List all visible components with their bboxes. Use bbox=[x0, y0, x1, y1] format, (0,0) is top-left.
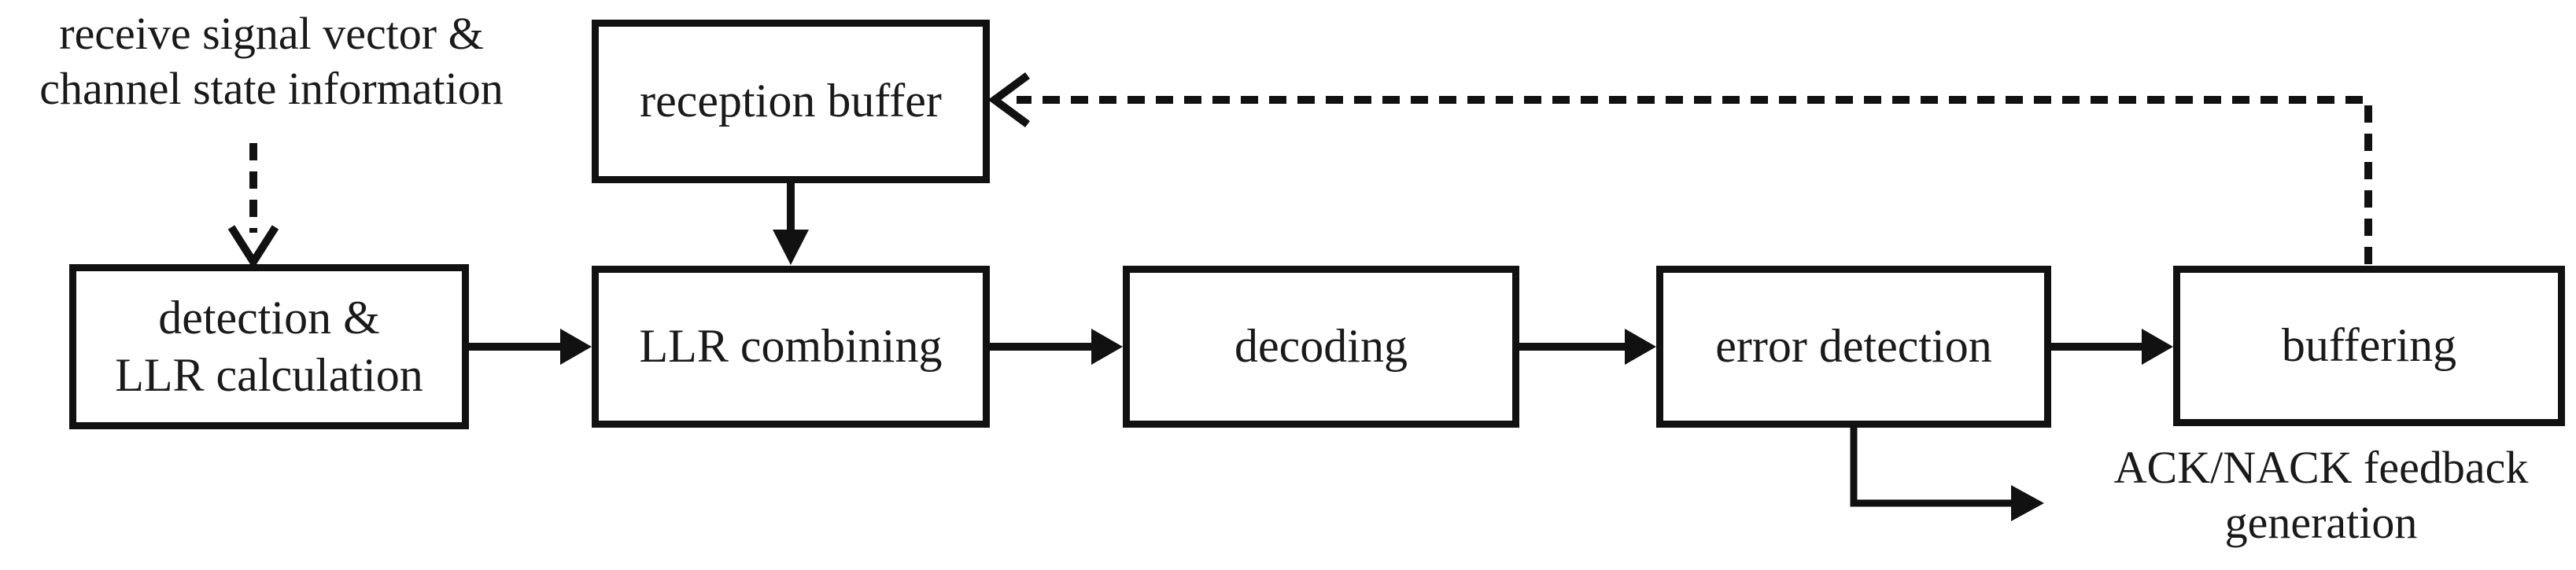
decoding-to-error-arrow bbox=[1519, 329, 1656, 365]
error-detection-box: error detection bbox=[1656, 266, 2051, 428]
error-detection-label: error detection bbox=[1715, 320, 1992, 373]
reception-buffer-box: reception buffer bbox=[592, 20, 990, 183]
detection-llr-label-line2: LLR calculation bbox=[115, 349, 423, 401]
error-to-buffering-arrow bbox=[2051, 329, 2173, 365]
llr-combining-box: LLR combining bbox=[592, 266, 990, 428]
decoding-box: decoding bbox=[1123, 266, 1519, 428]
buffering-box: buffering bbox=[2173, 266, 2565, 426]
input-annotation-line2: channel state information bbox=[39, 62, 504, 114]
output-annotation: ACK/NACK feedback generation bbox=[2061, 440, 2576, 550]
reception-buffer-label: reception buffer bbox=[640, 75, 942, 127]
detection-llr-box: detection & LLR calculation bbox=[69, 264, 469, 429]
ack-nack-arrow bbox=[1850, 428, 2044, 521]
input-annotation-line1: receive signal vector & bbox=[59, 8, 484, 59]
decoding-label: decoding bbox=[1234, 320, 1408, 373]
input-annotation: receive signal vector & channel state in… bbox=[0, 6, 543, 116]
llr-combining-label: LLR combining bbox=[639, 320, 943, 373]
reception-to-llr-arrow bbox=[773, 183, 809, 265]
buffering-label: buffering bbox=[2281, 319, 2457, 372]
llr-to-decoding-arrow bbox=[990, 329, 1123, 365]
dashed-input-arrow bbox=[227, 143, 279, 270]
detection-to-llr-arrow bbox=[469, 329, 592, 365]
output-annotation-line2: generation bbox=[2224, 496, 2418, 548]
feedback-dashed-arrow bbox=[987, 72, 2372, 264]
output-annotation-line1: ACK/NACK feedback bbox=[2113, 442, 2529, 493]
detection-llr-label-line1: detection & bbox=[158, 291, 380, 344]
